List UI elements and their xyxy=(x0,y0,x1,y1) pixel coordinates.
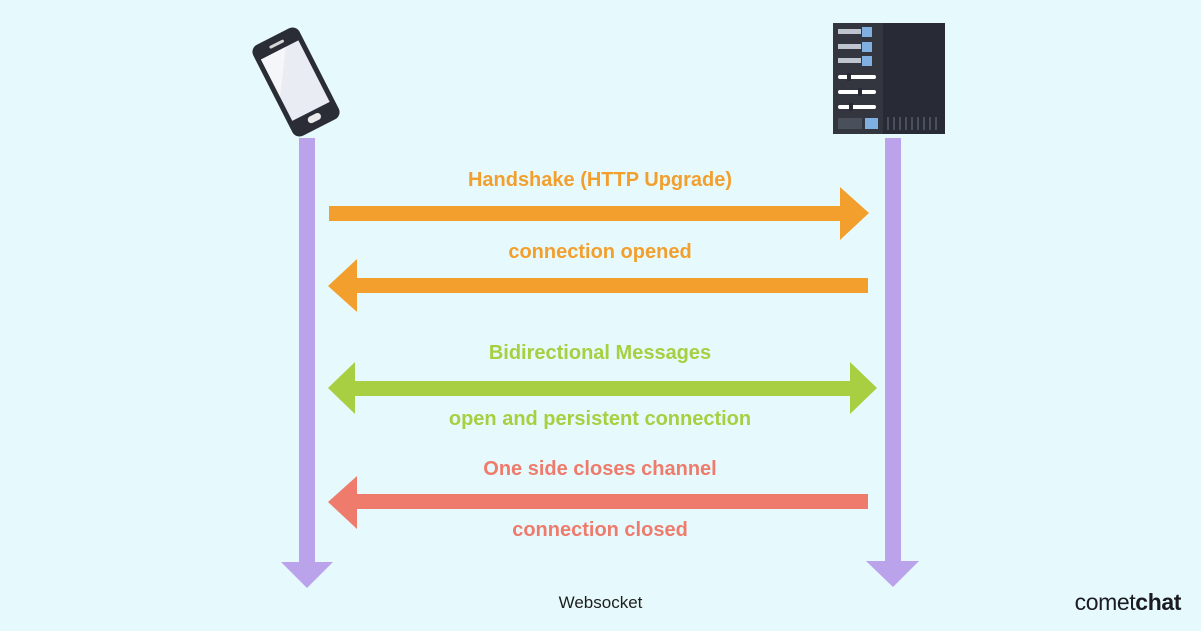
bidirectional-label: Bidirectional Messages xyxy=(488,342,712,364)
brand-part1: comet xyxy=(1074,589,1136,615)
close-label: One side closes channel xyxy=(483,458,717,480)
connection-opened-label: connection opened xyxy=(508,241,692,263)
close-arrow xyxy=(328,476,868,529)
handshake-arrow xyxy=(329,187,869,240)
brand-part2: chat xyxy=(1135,589,1181,615)
smartphone-icon xyxy=(252,27,340,137)
brand-logo: cometchat xyxy=(1074,589,1182,616)
server-lifeline xyxy=(866,138,919,587)
diagram-caption: Websocket xyxy=(558,593,643,612)
connection-closed-label: connection closed xyxy=(512,519,688,541)
server-rack-icon xyxy=(833,23,945,134)
handshake-label: Handshake (HTTP Upgrade) xyxy=(467,169,733,191)
connection-opened-arrow xyxy=(328,259,868,312)
persistent-connection-label: open and persistent connection xyxy=(448,408,752,430)
client-lifeline xyxy=(281,138,333,588)
bidirectional-arrow xyxy=(328,362,877,414)
